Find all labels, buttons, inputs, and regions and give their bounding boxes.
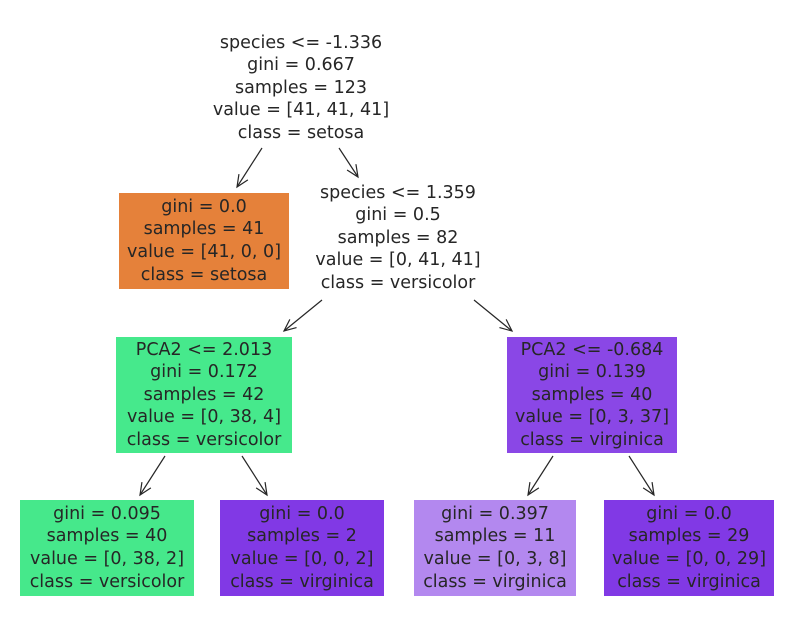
edge-arrow-n6-n8 bbox=[628, 455, 655, 497]
node-text-line: value = [0, 38, 2] bbox=[29, 549, 185, 569]
node-text-line: class = virginica bbox=[617, 571, 761, 592]
node-text-line: class = setosa bbox=[237, 122, 365, 143]
node-text-line: PCA2 <= 2.013 bbox=[135, 339, 273, 360]
node-text-line: samples = 11 bbox=[434, 526, 556, 547]
node-text-line: samples = 42 bbox=[143, 384, 265, 405]
node-text-line: gini = 0.0 bbox=[161, 196, 247, 217]
node-text-line: value = [41, 41, 41] bbox=[212, 100, 390, 121]
node-text-line: value = [41, 0, 0] bbox=[126, 242, 282, 262]
node-text-line: value = [0, 38, 4] bbox=[126, 407, 282, 428]
node-text-line: gini = 0.172 bbox=[150, 362, 258, 383]
node-text-line: PCA2 <= -0.684 bbox=[520, 339, 664, 360]
node-text-line: samples = 29 bbox=[628, 526, 750, 547]
node-text-line: class = versicolor bbox=[320, 272, 476, 293]
node-text-line: samples = 2 bbox=[247, 526, 357, 547]
node-text-line: gini = 0.095 bbox=[53, 503, 161, 524]
edge-arrow-n0-n1 bbox=[236, 147, 263, 189]
node-text-line: gini = 0.0 bbox=[259, 503, 345, 524]
node-text-line: class = versicolor bbox=[126, 429, 282, 450]
node-text-line: samples = 82 bbox=[337, 227, 459, 248]
edge-arrow-n0-n2 bbox=[338, 147, 359, 179]
node-text-line: value = [0, 3, 37] bbox=[514, 407, 670, 428]
node-text-line: class = virginica bbox=[423, 571, 567, 592]
node-text-line: class = virginica bbox=[520, 429, 664, 450]
node-text-line: samples = 40 bbox=[46, 526, 168, 547]
node-text-line: class = setosa bbox=[140, 264, 268, 285]
node-text-line: class = virginica bbox=[230, 571, 374, 592]
node-text-line: value = [0, 41, 41] bbox=[315, 250, 481, 271]
node-text-line: gini = 0.139 bbox=[538, 362, 646, 383]
node-text-line: samples = 40 bbox=[531, 384, 653, 405]
node-text-line: species <= -1.336 bbox=[219, 32, 383, 53]
node-text-line: gini = 0.0 bbox=[646, 503, 732, 524]
node-text-line: gini = 0.667 bbox=[247, 55, 355, 76]
edge-arrow-n2-n6 bbox=[473, 299, 514, 332]
node-text-line: class = versicolor bbox=[29, 571, 185, 592]
node-text-line: value = [0, 0, 29] bbox=[611, 549, 767, 569]
edge-arrow-n2-n3 bbox=[282, 299, 323, 332]
edge-arrow-n3-n5 bbox=[241, 455, 268, 497]
node-text-line: value = [0, 0, 2] bbox=[230, 549, 374, 569]
node-text-line: value = [0, 3, 8] bbox=[423, 549, 567, 569]
node-text-line: gini = 0.5 bbox=[355, 205, 441, 226]
edge-arrow-n6-n7 bbox=[527, 455, 554, 497]
node-text-line: species <= 1.359 bbox=[320, 182, 476, 203]
node-text-line: samples = 41 bbox=[143, 219, 265, 240]
node-text-line: samples = 123 bbox=[235, 77, 367, 98]
node-text-line: gini = 0.397 bbox=[441, 503, 549, 524]
edge-arrow-n3-n4 bbox=[139, 455, 166, 497]
